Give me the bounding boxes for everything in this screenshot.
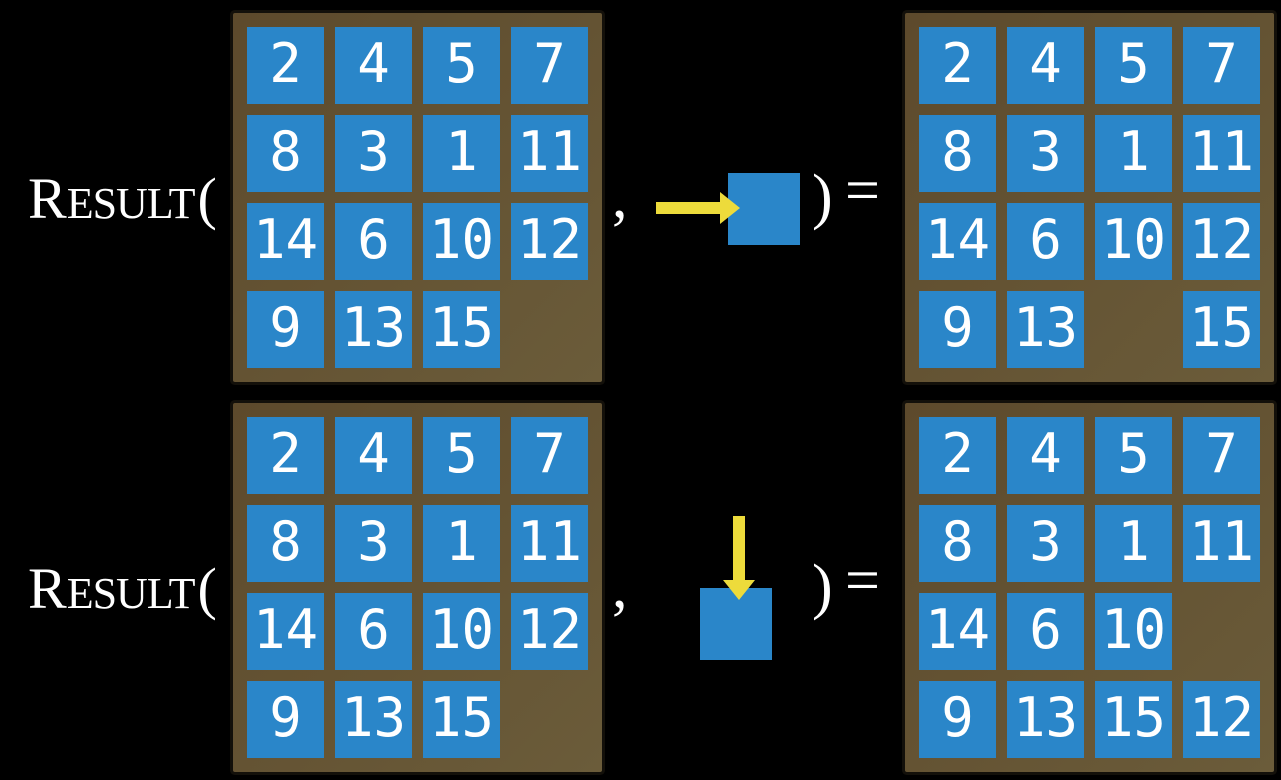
- tile-14: 14: [919, 593, 996, 670]
- tile-7: 7: [1183, 417, 1260, 494]
- tile-5: 5: [423, 417, 500, 494]
- comma-separator: ,: [612, 553, 628, 621]
- tile-5: 5: [1095, 417, 1172, 494]
- tile-10: 10: [1095, 203, 1172, 280]
- tile-12: 12: [1183, 681, 1260, 758]
- tile-10: 10: [423, 593, 500, 670]
- tile-7: 7: [1183, 27, 1260, 104]
- tile-7: 7: [511, 417, 588, 494]
- tile-6: 6: [335, 203, 412, 280]
- result-label-smallcaps: ESULT: [66, 179, 196, 228]
- tile-13: 13: [335, 291, 412, 368]
- tile-15: 15: [1095, 681, 1172, 758]
- equals-sign: =: [845, 547, 880, 615]
- tile-9: 9: [919, 291, 996, 368]
- tile-8: 8: [919, 505, 996, 582]
- tile-3: 3: [335, 505, 412, 582]
- tile-1: 1: [1095, 505, 1172, 582]
- tile-10: 10: [423, 203, 500, 280]
- tile-2: 2: [247, 27, 324, 104]
- arrow-right-icon: [656, 192, 740, 224]
- tile-7: 7: [511, 27, 588, 104]
- empty-slot: [1095, 291, 1172, 368]
- tile-1: 1: [1095, 115, 1172, 192]
- result-label-capital: R: [28, 556, 67, 621]
- tile-6: 6: [335, 593, 412, 670]
- tile-2: 2: [919, 27, 996, 104]
- result-function-label: R ESULT (: [28, 170, 217, 228]
- tile-6: 6: [1007, 593, 1084, 670]
- tile-10: 10: [1095, 593, 1172, 670]
- tile-3: 3: [1007, 115, 1084, 192]
- tile-4: 4: [1007, 27, 1084, 104]
- tile-13: 13: [335, 681, 412, 758]
- result-label-smallcaps: ESULT: [66, 569, 196, 618]
- open-paren: (: [197, 556, 217, 621]
- move-operand-tile-2: [700, 588, 772, 660]
- tile-11: 11: [1183, 115, 1260, 192]
- empty-slot: [1183, 593, 1260, 670]
- tile-4: 4: [335, 27, 412, 104]
- tile-8: 8: [247, 505, 324, 582]
- arrow-down-icon: [723, 516, 755, 600]
- equals-sign: =: [845, 157, 880, 225]
- tile-14: 14: [919, 203, 996, 280]
- tile-2: 2: [919, 417, 996, 494]
- result-function-label: R ESULT (: [28, 560, 217, 618]
- tile-11: 11: [511, 115, 588, 192]
- tile-11: 11: [1183, 505, 1260, 582]
- tile-5: 5: [423, 27, 500, 104]
- comma-separator: ,: [612, 163, 628, 231]
- tile-15: 15: [423, 681, 500, 758]
- tile-13: 13: [1007, 681, 1084, 758]
- tile-9: 9: [919, 681, 996, 758]
- tile-2: 2: [247, 417, 324, 494]
- tile-12: 12: [511, 203, 588, 280]
- tile-4: 4: [1007, 417, 1084, 494]
- empty-slot: [511, 681, 588, 758]
- empty-slot: [511, 291, 588, 368]
- open-paren: (: [197, 166, 217, 231]
- tile-8: 8: [247, 115, 324, 192]
- tile-1: 1: [423, 115, 500, 192]
- tile-12: 12: [1183, 203, 1260, 280]
- tile-3: 3: [1007, 505, 1084, 582]
- tile-3: 3: [335, 115, 412, 192]
- tile-12: 12: [511, 593, 588, 670]
- tile-14: 14: [247, 593, 324, 670]
- tile-4: 4: [335, 417, 412, 494]
- result-label-capital: R: [28, 166, 67, 231]
- tile-13: 13: [1007, 291, 1084, 368]
- tile-11: 11: [511, 505, 588, 582]
- tile-1: 1: [423, 505, 500, 582]
- tile-6: 6: [1007, 203, 1084, 280]
- tile-14: 14: [247, 203, 324, 280]
- tile-8: 8: [919, 115, 996, 192]
- tile-9: 9: [247, 291, 324, 368]
- close-paren: ): [812, 163, 833, 231]
- tile-15: 15: [1183, 291, 1260, 368]
- tile-5: 5: [1095, 27, 1172, 104]
- close-paren: ): [812, 553, 833, 621]
- tile-15: 15: [423, 291, 500, 368]
- tile-9: 9: [247, 681, 324, 758]
- move-operand-tile-1: [728, 173, 800, 245]
